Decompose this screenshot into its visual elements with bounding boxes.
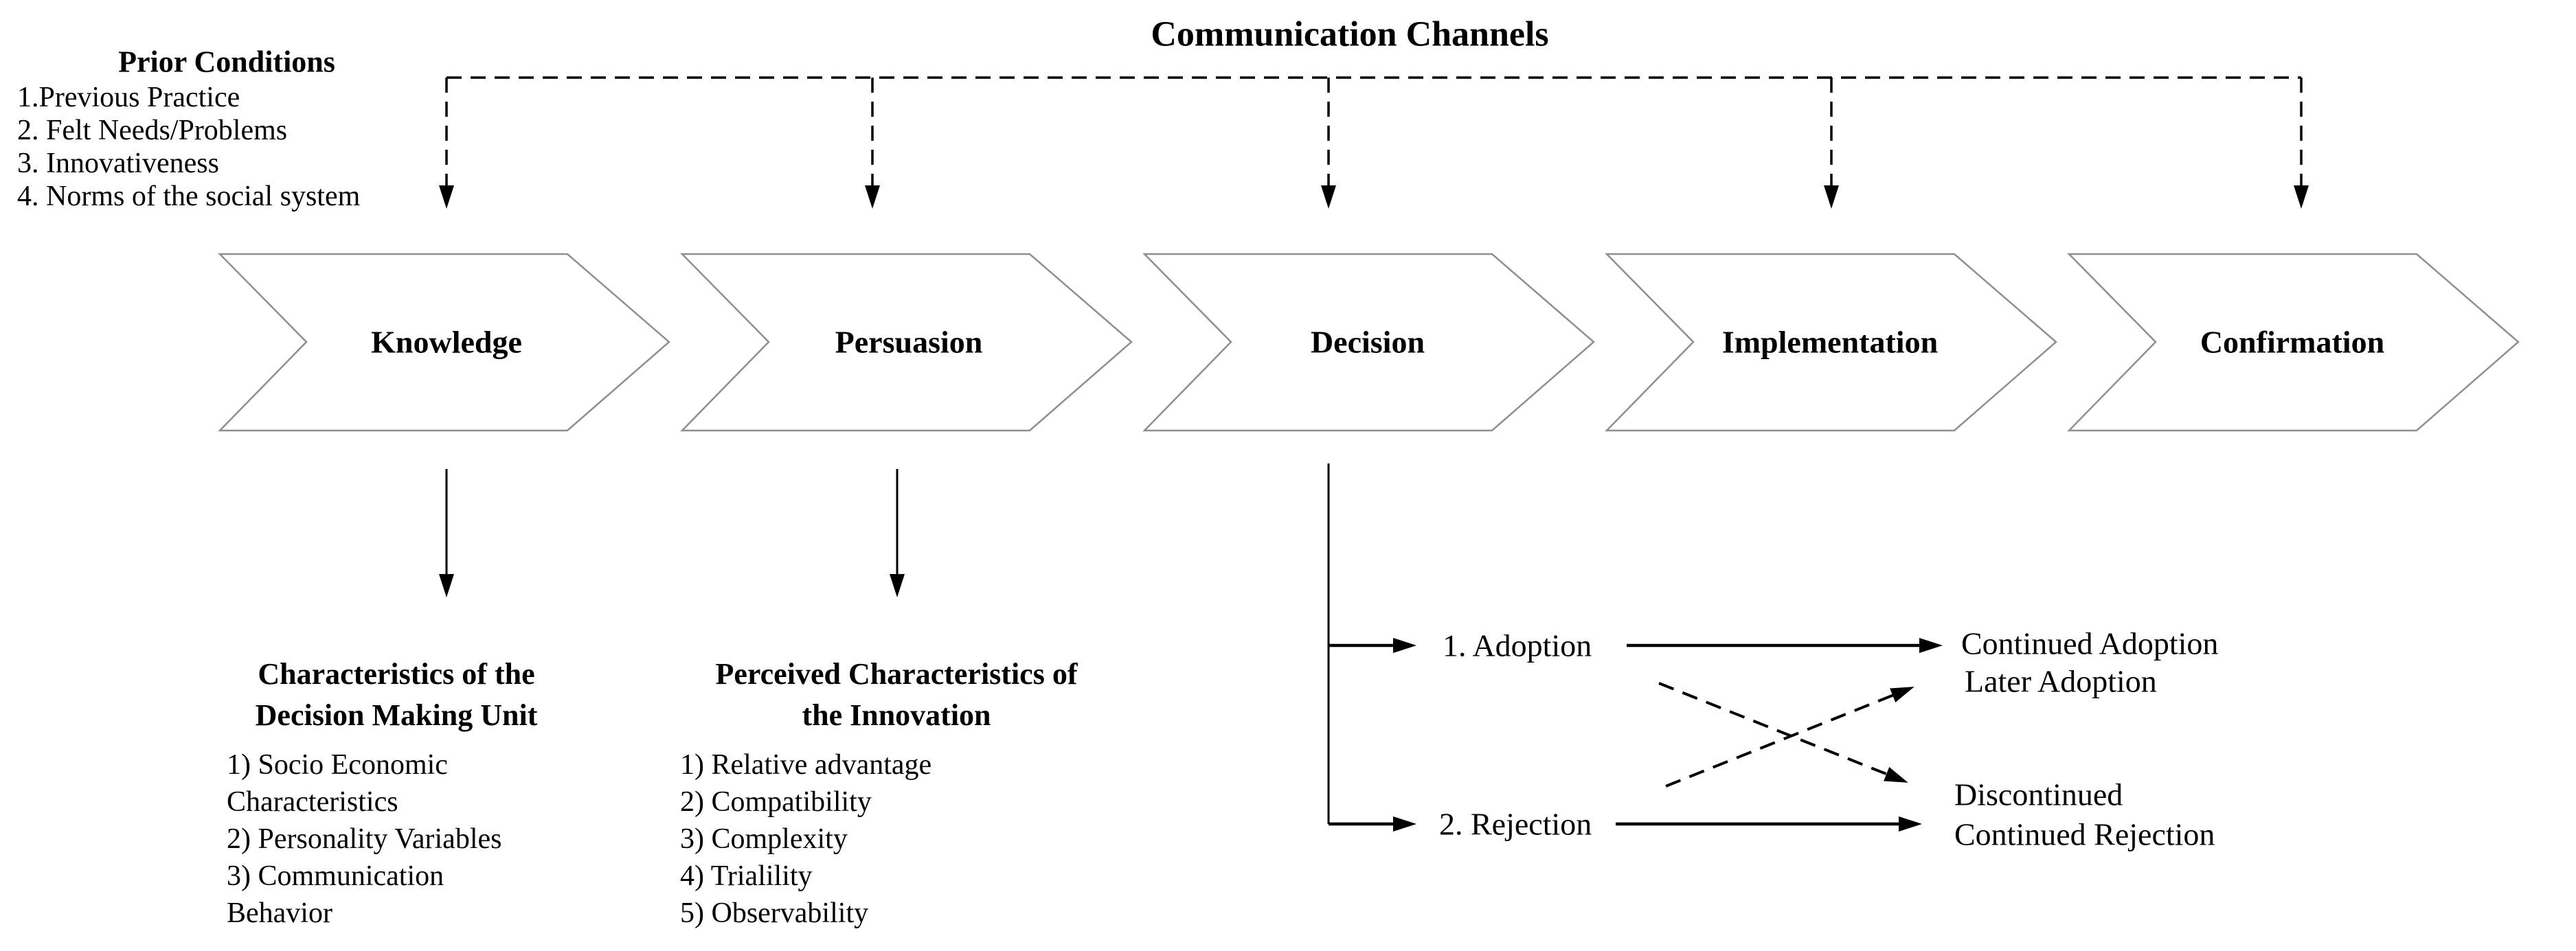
chevron-persuasion [680,253,1133,432]
stage-label-decision: Decision [1310,324,1425,360]
innovation-list-line: 2) Compatibility [680,786,872,818]
prior-condition-item: 3. Innovativeness [17,148,219,179]
decision-unit-list: 1) Socio Economic Characteristics 2) Per… [227,746,501,932]
prior-condition-item: 4. Norms of the social system [17,181,361,212]
discontinued-label: Discontinued [1954,777,2123,812]
chevron-implementation [1605,253,2057,432]
continued-adoption-label: Continued Adoption [1961,626,2219,661]
stage-label-confirmation: Confirmation [2200,324,2385,360]
adoption-branch-label: 1. Adoption [1443,628,1592,663]
innovation-list-line: 3) Complexity [680,823,848,855]
rejection-branch-label: 2. Rejection [1439,806,1592,842]
innovation-list: 1) Relative advantage 2) Compatibility 3… [680,746,931,932]
innovation-list-line: 1) Relative advantage [680,749,932,781]
innovation-heading-line: the Innovation [802,698,991,732]
continued-rejection-label: Continued Rejection [1954,816,2215,852]
decision-branch-tree [1327,463,1943,832]
innovation-block-heading: Perceived Characteristics of the Innovat… [716,654,1078,736]
chevron-decision [1142,253,1595,432]
innovation-list-line: 4) Trialility [680,860,813,892]
chevron-knowledge [218,253,670,432]
decision-unit-heading-line: Characteristics of the [258,657,535,691]
later-adoption-label: Later Adoption [1965,663,2157,699]
innovation-heading-line: Perceived Characteristics of [715,657,1078,691]
decision-unit-list-line: Behavior [227,897,332,929]
adoption-to-discontinued-dashed-arrow [1658,682,1908,783]
innovation-list-line: 5) Observability [680,897,869,929]
decision-unit-block-heading: Characteristics of the Decision Making U… [256,654,538,736]
decision-unit-list-line: 1) Socio Economic [227,749,448,781]
stage-chevrons [218,253,2520,432]
communication-channels-rail [439,76,2309,209]
stage-label-knowledge: Knowledge [371,324,522,360]
prior-conditions-heading: Prior Conditions [118,45,335,79]
decision-unit-list-line: 3) Communication [227,860,444,892]
stage-detail-arrows [439,469,905,597]
prior-condition-item: 2. Felt Needs/Problems [17,115,288,146]
decision-unit-list-line: 2) Personality Variables [227,823,502,855]
rejection-to-later-adoption-dashed-arrow [1665,687,1914,788]
chevron-confirmation [2067,253,2520,432]
prior-conditions-list: 1.Previous Practice 2. Felt Needs/Proble… [17,81,360,213]
decision-unit-heading-line: Decision Making Unit [255,698,538,732]
decision-unit-list-line: Characteristics [227,786,398,818]
stage-label-implementation: Implementation [1721,324,1939,360]
diagram-title: Communication Channels [1151,14,1549,54]
prior-condition-item: 1.Previous Practice [17,82,240,113]
stage-label-persuasion: Persuasion [835,324,983,360]
